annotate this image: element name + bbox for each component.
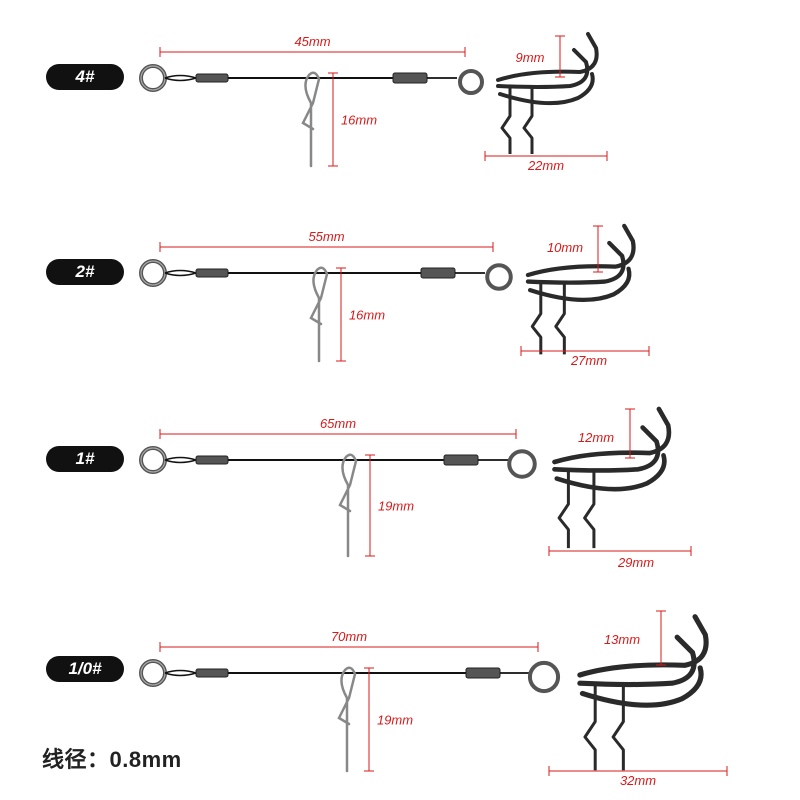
size-badge-1: 1#	[46, 446, 124, 472]
rig-4-crimp-right	[465, 667, 501, 679]
rig-2-bait-pin	[309, 266, 329, 363]
size-badge-2: 2#	[46, 259, 124, 285]
rig-4-split-ring-shine	[140, 660, 166, 686]
rig-4-hook-width-label: 32mm	[620, 773, 656, 788]
rig-4-hook-prong-mid	[577, 634, 697, 688]
rig-1-crimp-left	[195, 73, 229, 83]
rig-1-hook-prong-mid	[496, 48, 590, 89]
rig-1-bait-pin	[301, 71, 321, 168]
rig-2-hook-prong-front	[527, 266, 632, 303]
rig-3-hook-width-label: 29mm	[617, 555, 654, 570]
rig-3-bait-keeper-1	[557, 471, 570, 549]
rig-4-wire-length-label: 70mm	[331, 629, 367, 644]
rig-3-split-ring-shine	[140, 447, 166, 473]
rig-2-hook-prong-back	[525, 223, 636, 278]
rig-4-bait-keeper-2	[611, 685, 625, 771]
rig-4-hook-prong-front	[579, 665, 704, 708]
rig-4-wire-loop	[164, 669, 199, 677]
size-badge-1-0: 1/0#	[46, 656, 124, 682]
rig-2-crimp-right	[420, 267, 456, 279]
rig-1-gap-label: 9mm	[516, 50, 545, 65]
rig-4-connector-ring	[527, 660, 561, 694]
rig-2-wire-length-label: 55mm	[308, 229, 344, 244]
rig-1-hook-prong-front	[498, 72, 595, 106]
rig-1-split-ring-shine	[140, 65, 166, 91]
rig-4-gap-label: 13mm	[604, 632, 640, 647]
rig-3-bait-pin	[338, 453, 358, 558]
rig-1-bait-keeper-2	[522, 88, 534, 154]
rig-1-connector-ring	[458, 69, 484, 95]
rig-4-crimp-left	[195, 668, 229, 678]
rig-2-hook-width-label: 27mm	[570, 353, 607, 368]
rig-2-bait-keeper-2	[554, 283, 566, 355]
rig-4-bait-keeper-1	[583, 685, 597, 771]
rig-4-bait-pin	[337, 666, 357, 773]
rig-3-crimp-left	[195, 455, 229, 465]
rig-2-hook-prong-mid	[525, 240, 626, 285]
rig-2-bait-keeper-1	[530, 283, 543, 355]
rig-2-gap-label: 10mm	[547, 240, 583, 255]
rig-2-pin-length-label: 16mm	[349, 308, 385, 323]
rig-1-wire-length-label: 45mm	[294, 34, 330, 49]
rig-1-hook-width-label: 22mm	[527, 158, 564, 173]
rig-3-connector-ring	[507, 449, 537, 479]
rig-1-hook-prong-back	[496, 32, 599, 82]
size-badge-4: 4#	[46, 64, 124, 90]
rig-3-wire-length-label: 65mm	[320, 416, 356, 431]
rig-3-wire-loop	[164, 456, 199, 464]
rig-2-connector-ring	[485, 263, 513, 291]
wire-diameter-label: 线径：0.8mm	[42, 747, 182, 772]
rig-2-split-ring-shine	[140, 260, 166, 286]
rig-3-gap-label: 12mm	[578, 430, 614, 445]
rig-1-crimp-right	[392, 72, 428, 84]
rig-3-hook-prong-back	[552, 406, 672, 465]
rig-1-pin-length-label: 16mm	[341, 113, 377, 128]
rig-2-wire-loop	[164, 269, 199, 277]
rig-1-bait-keeper-1	[500, 88, 512, 154]
rig-4-hook-prong-back	[577, 614, 709, 678]
rig-1-wire-loop	[164, 74, 199, 82]
rig-4-pin-length-label: 19mm	[377, 713, 413, 728]
rig-2-crimp-left	[195, 268, 229, 278]
rig-3-bait-keeper-2	[583, 471, 596, 549]
rig-3-hook-prong-front	[554, 453, 667, 492]
rig-3-crimp-right	[443, 454, 479, 466]
rig-3-pin-length-label: 19mm	[378, 499, 414, 514]
rig-3-hook-prong-mid	[552, 425, 661, 473]
